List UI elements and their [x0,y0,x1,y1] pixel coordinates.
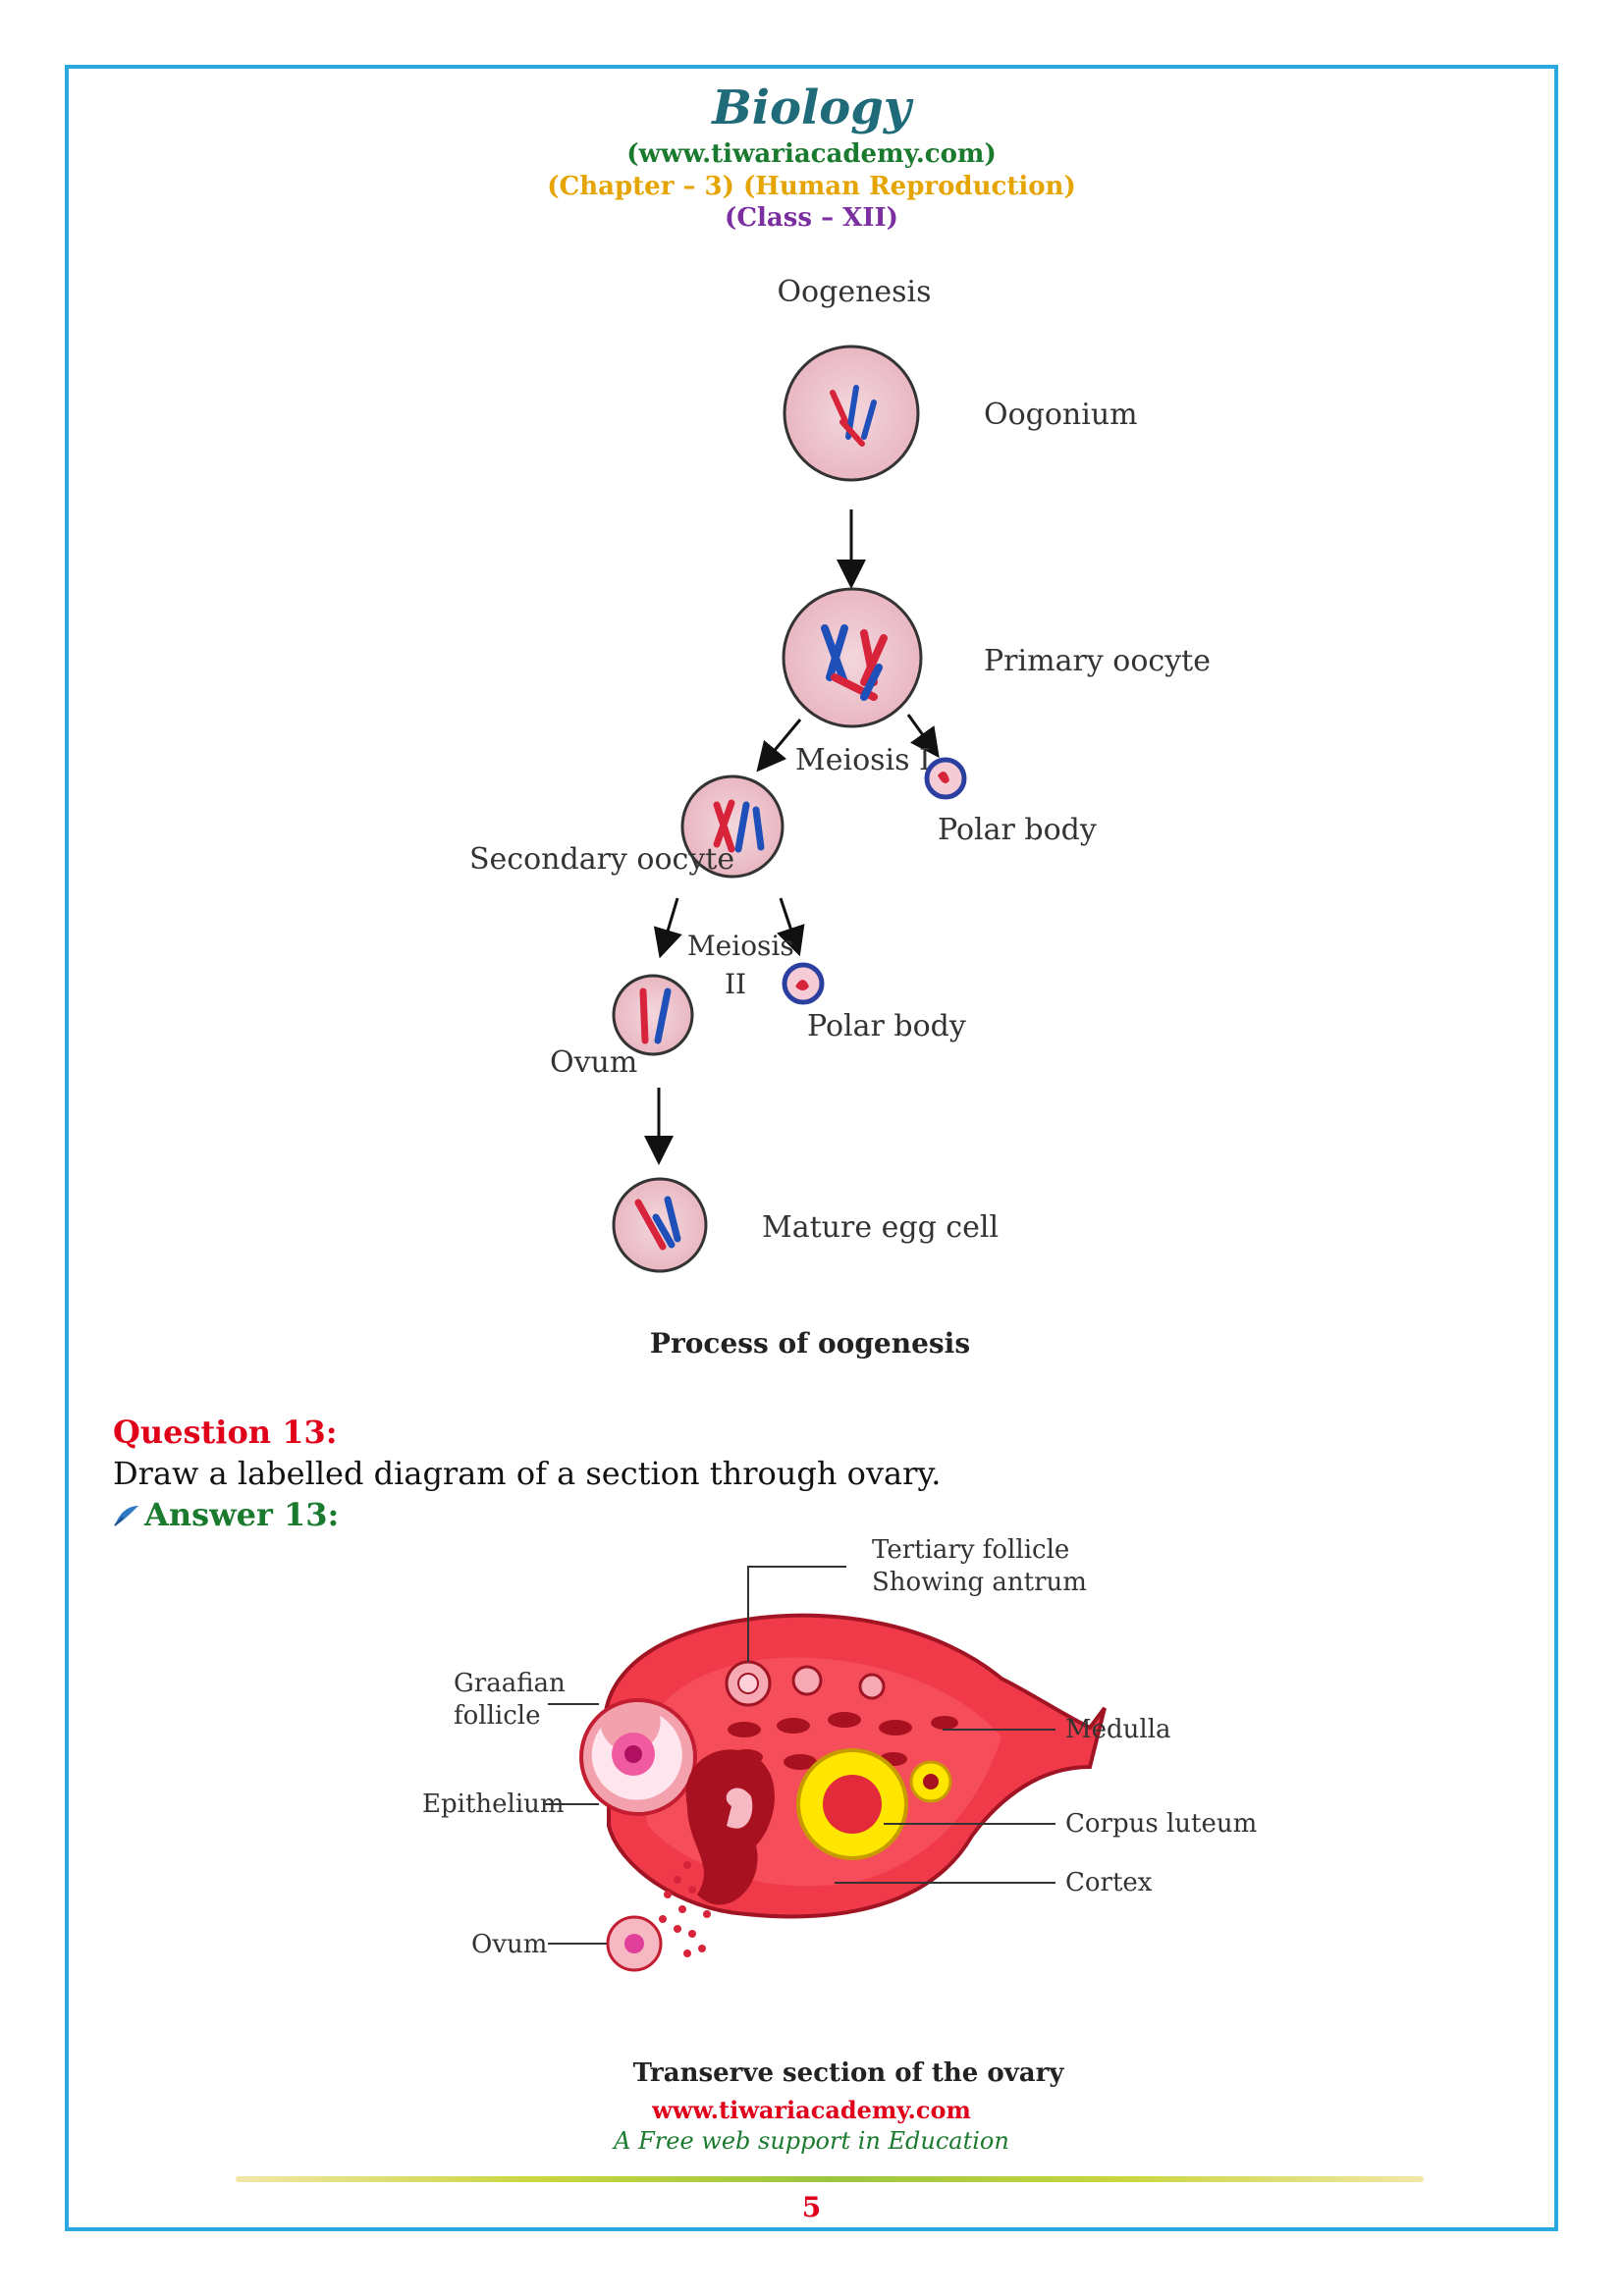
corpus-luteum-label: Corpus luteum [1065,1809,1257,1839]
cortex-label: Cortex [1065,1868,1153,1897]
footer-divider [236,2176,1424,2182]
tertiary-label-2: Showing antrum [872,1568,1087,1597]
header-class: (Class – XII) [725,203,898,233]
page-title: Biology [712,80,911,135]
oogonium-cell [783,345,920,482]
primary-oocyte-cell [782,587,923,728]
ovary-caption: Transerve section of the ovary [633,2058,1065,2088]
secondary-oocyte-cell [680,774,784,879]
ovum-cell [612,974,694,1056]
oogenesis-diagram: Oogenesis Oogonium Primary oocyte Meiosi… [469,275,1211,1360]
footer-site: www.tiwariacademy.com [652,2096,971,2124]
secondary-oocyte-label: Secondary oocyte [469,842,734,877]
oogenesis-caption: Process of oogenesis [650,1327,970,1360]
answer-label: Answer 13: [144,1496,340,1533]
header-site: (www.tiwariacademy.com) [626,139,997,169]
small-corpus [909,1760,952,1803]
mature-egg-cell [612,1177,708,1273]
oogenesis-heading: Oogenesis [777,275,931,309]
ovary-diagram: Tertiary follicle Showing antrum Graafia… [422,1535,1257,2088]
polar-body-1 [924,757,967,800]
header-chapter: (Chapter – 3) (Human Reproduction) [547,172,1076,201]
epithelium-label: Epithelium [422,1789,565,1819]
oogonium-label: Oogonium [984,398,1138,432]
question-label: Question 13: [113,1414,338,1451]
graafian-label-2: follicle [454,1701,541,1731]
released-ovum [606,1915,663,1972]
arrow-secondary-to-ovum [653,897,682,959]
page-number: 5 [801,2191,822,2223]
polar-body-2-label: Polar body [807,1009,966,1043]
meiosis-2-label-b: II [725,968,746,1000]
graafian-label-1: Graafian [454,1669,566,1698]
arrow-primary-to-polar [906,714,940,759]
meiosis-1-label: Meiosis I [795,743,931,777]
polar-body-2 [782,962,825,1005]
released-cells [654,1861,711,1957]
leader-lines [545,1566,1055,1945]
tertiary-follicle [725,1660,772,1707]
primary-oocyte-label: Primary oocyte [984,644,1211,678]
arrow-secondary-to-polar [777,897,805,957]
medulla-label: Medulla [1065,1715,1171,1744]
mature-egg-label: Mature egg cell [762,1210,999,1245]
ovum-label: Ovum [550,1045,637,1080]
page-border [65,65,1558,2231]
tertiary-label-1: Tertiary follicle [872,1535,1069,1565]
meiosis-2-label-a: Meiosis [687,930,794,962]
answer-heading: Answer 13: [113,1496,339,1533]
corpus-luteum [796,1748,908,1860]
graafian-follicle [579,1698,697,1816]
ovary-ovum-label: Ovum [471,1930,547,1959]
question-text: Draw a labelled diagram of a section thr… [113,1455,942,1492]
polar-body-1-label: Polar body [938,813,1097,847]
quill-icon [113,1498,140,1526]
footer-tagline: A Free web support in Education [614,2127,1009,2155]
arrow-primary-to-secondary [756,719,802,773]
